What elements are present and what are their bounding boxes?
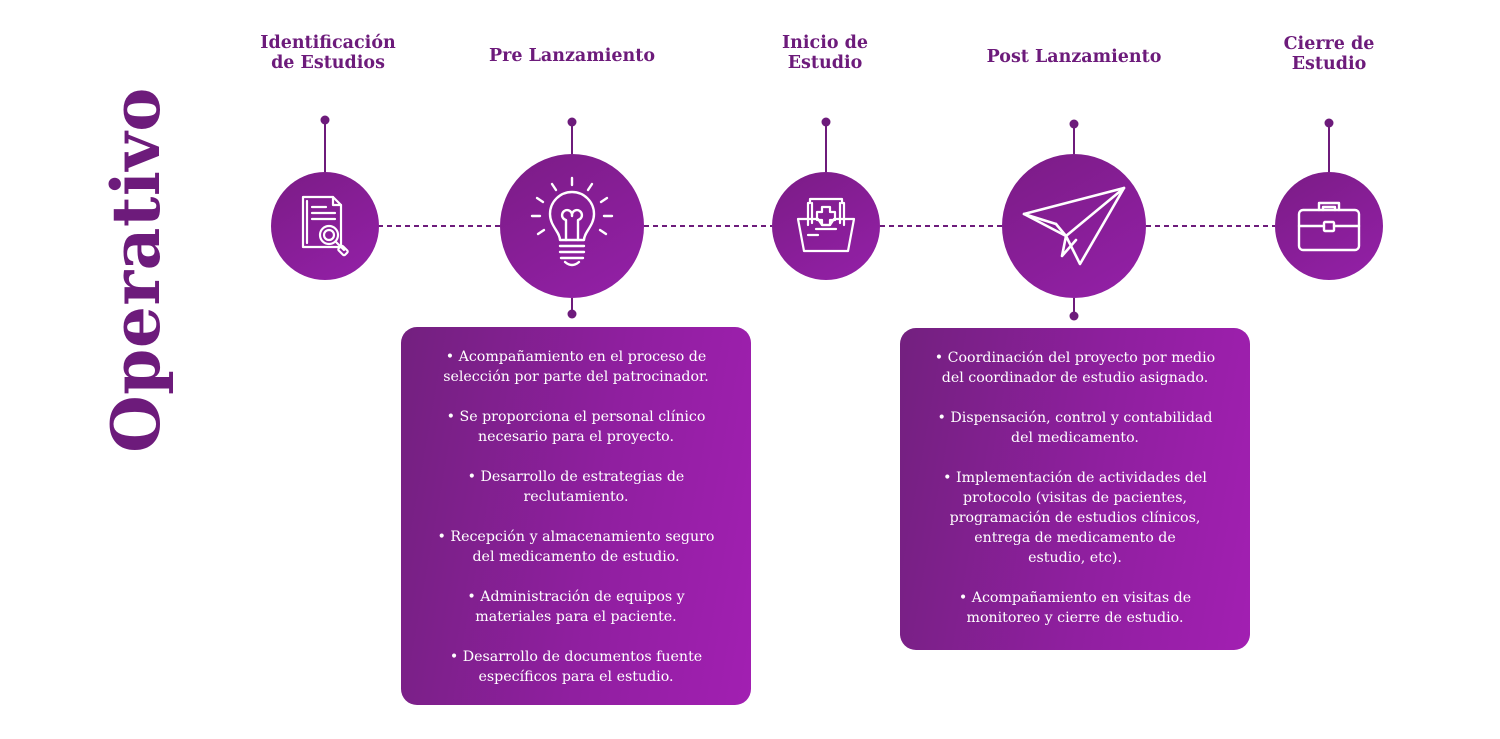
list-item: • Implementación de actividades del prot… <box>943 470 1207 566</box>
list-item: • Coordinación del proyecto por medio de… <box>934 350 1216 386</box>
stem-dot <box>1069 311 1079 321</box>
post-lanzamiento-card: • Coordinación del proyecto por medio de… <box>900 328 1250 650</box>
lightbulb-icon <box>530 176 614 267</box>
stage-label-identificacion: Identificación de Estudios <box>233 33 423 73</box>
stage-label-line: Cierre de <box>1283 34 1375 54</box>
stem-dot <box>1069 119 1079 129</box>
stage-label-line: Post Lanzamiento <box>986 47 1162 67</box>
stage-circle-inicio <box>772 172 880 280</box>
list-item: • Desarrollo de documentos fuente especí… <box>449 649 703 685</box>
stem-dot <box>320 115 330 125</box>
list-item: • Administración de equipos y materiales… <box>467 589 685 625</box>
stage-label-inicio: Inicio de Estudio <box>730 33 920 73</box>
briefcase-icon <box>1297 201 1361 252</box>
paper-plane-icon <box>1022 186 1126 266</box>
stage-label-line: Estudio <box>1291 54 1367 74</box>
list-item: • Acompañamiento en el proceso de selecc… <box>443 349 709 385</box>
stage-label-post-lanzamiento: Post Lanzamiento <box>979 47 1169 67</box>
stage-circle-cierre <box>1275 172 1383 280</box>
stage-label-line: Inicio de <box>782 33 868 53</box>
stage-circle-pre-lanzamiento <box>500 154 644 298</box>
pre-lanzamiento-card: • Acompañamiento en el proceso de selecc… <box>401 327 751 705</box>
list-item: • Recepción y almacenamiento seguro del … <box>437 529 715 565</box>
stage-circle-identificacion <box>271 172 379 280</box>
stage-label-line: de Estudios <box>271 53 385 73</box>
stem-dot <box>567 117 577 127</box>
stage-circle-post-lanzamiento <box>1002 154 1146 298</box>
list-item: • Se proporciona el personal clínico nec… <box>446 409 706 445</box>
stage-label-line: Estudio <box>787 53 863 73</box>
stage-label-line: Identificación <box>260 33 396 53</box>
list-item: • Acompañamiento en visitas de monitoreo… <box>958 590 1192 626</box>
stage-label-pre-lanzamiento: Pre Lanzamiento <box>477 46 667 66</box>
stem-dot <box>567 309 577 319</box>
post-lanzamiento-list: • Coordinación del proyecto por medio de… <box>900 348 1250 628</box>
stage-label-line: Pre Lanzamiento <box>488 46 656 66</box>
list-item: • Dispensación, control y contabilidad d… <box>937 410 1213 446</box>
pre-lanzamiento-list: • Acompañamiento en el proceso de selecc… <box>401 347 751 687</box>
list-item: • Desarrollo de estrategias de reclutami… <box>467 469 685 505</box>
stem-dot <box>1324 118 1334 128</box>
stage-label-cierre: Cierre de Estudio <box>1234 34 1424 74</box>
medical-folder-icon <box>796 197 856 253</box>
document-search-icon <box>301 195 349 257</box>
stem-dot <box>821 117 831 127</box>
